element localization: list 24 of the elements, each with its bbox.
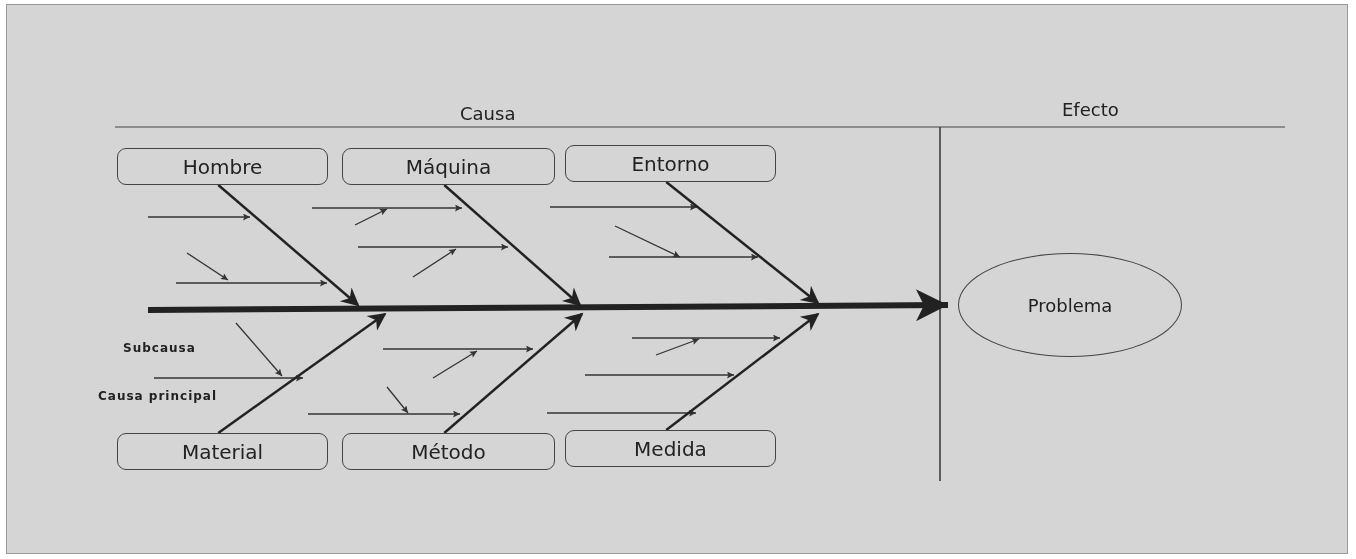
cause-arrow [443,184,582,307]
node-label: Problema [1027,294,1113,316]
cause-arrow [443,312,584,434]
main-spine-arrow [148,289,948,322]
cause-box [342,148,555,185]
node-label: Material [181,439,264,464]
node-label: Entorno [631,151,710,176]
annotation-label: Causa principal [98,389,218,403]
cause-box [342,433,555,470]
node-label: Hombre [182,154,263,179]
section-heading: Causa [460,103,516,124]
node-label: Medida [634,436,707,461]
annotation-label: Subcausa [123,341,196,355]
cause-arrow [217,312,387,434]
node-label: Método [411,439,486,464]
section-heading: Efecto [1062,99,1119,120]
cause-box [117,148,328,185]
cause-arrow [665,181,820,305]
cause-arrow [665,312,820,431]
node-label: Máquina [405,154,492,179]
cause-box [565,145,776,182]
cause-arrow [217,184,360,307]
cause-box [117,433,328,470]
cause-box [565,430,776,467]
